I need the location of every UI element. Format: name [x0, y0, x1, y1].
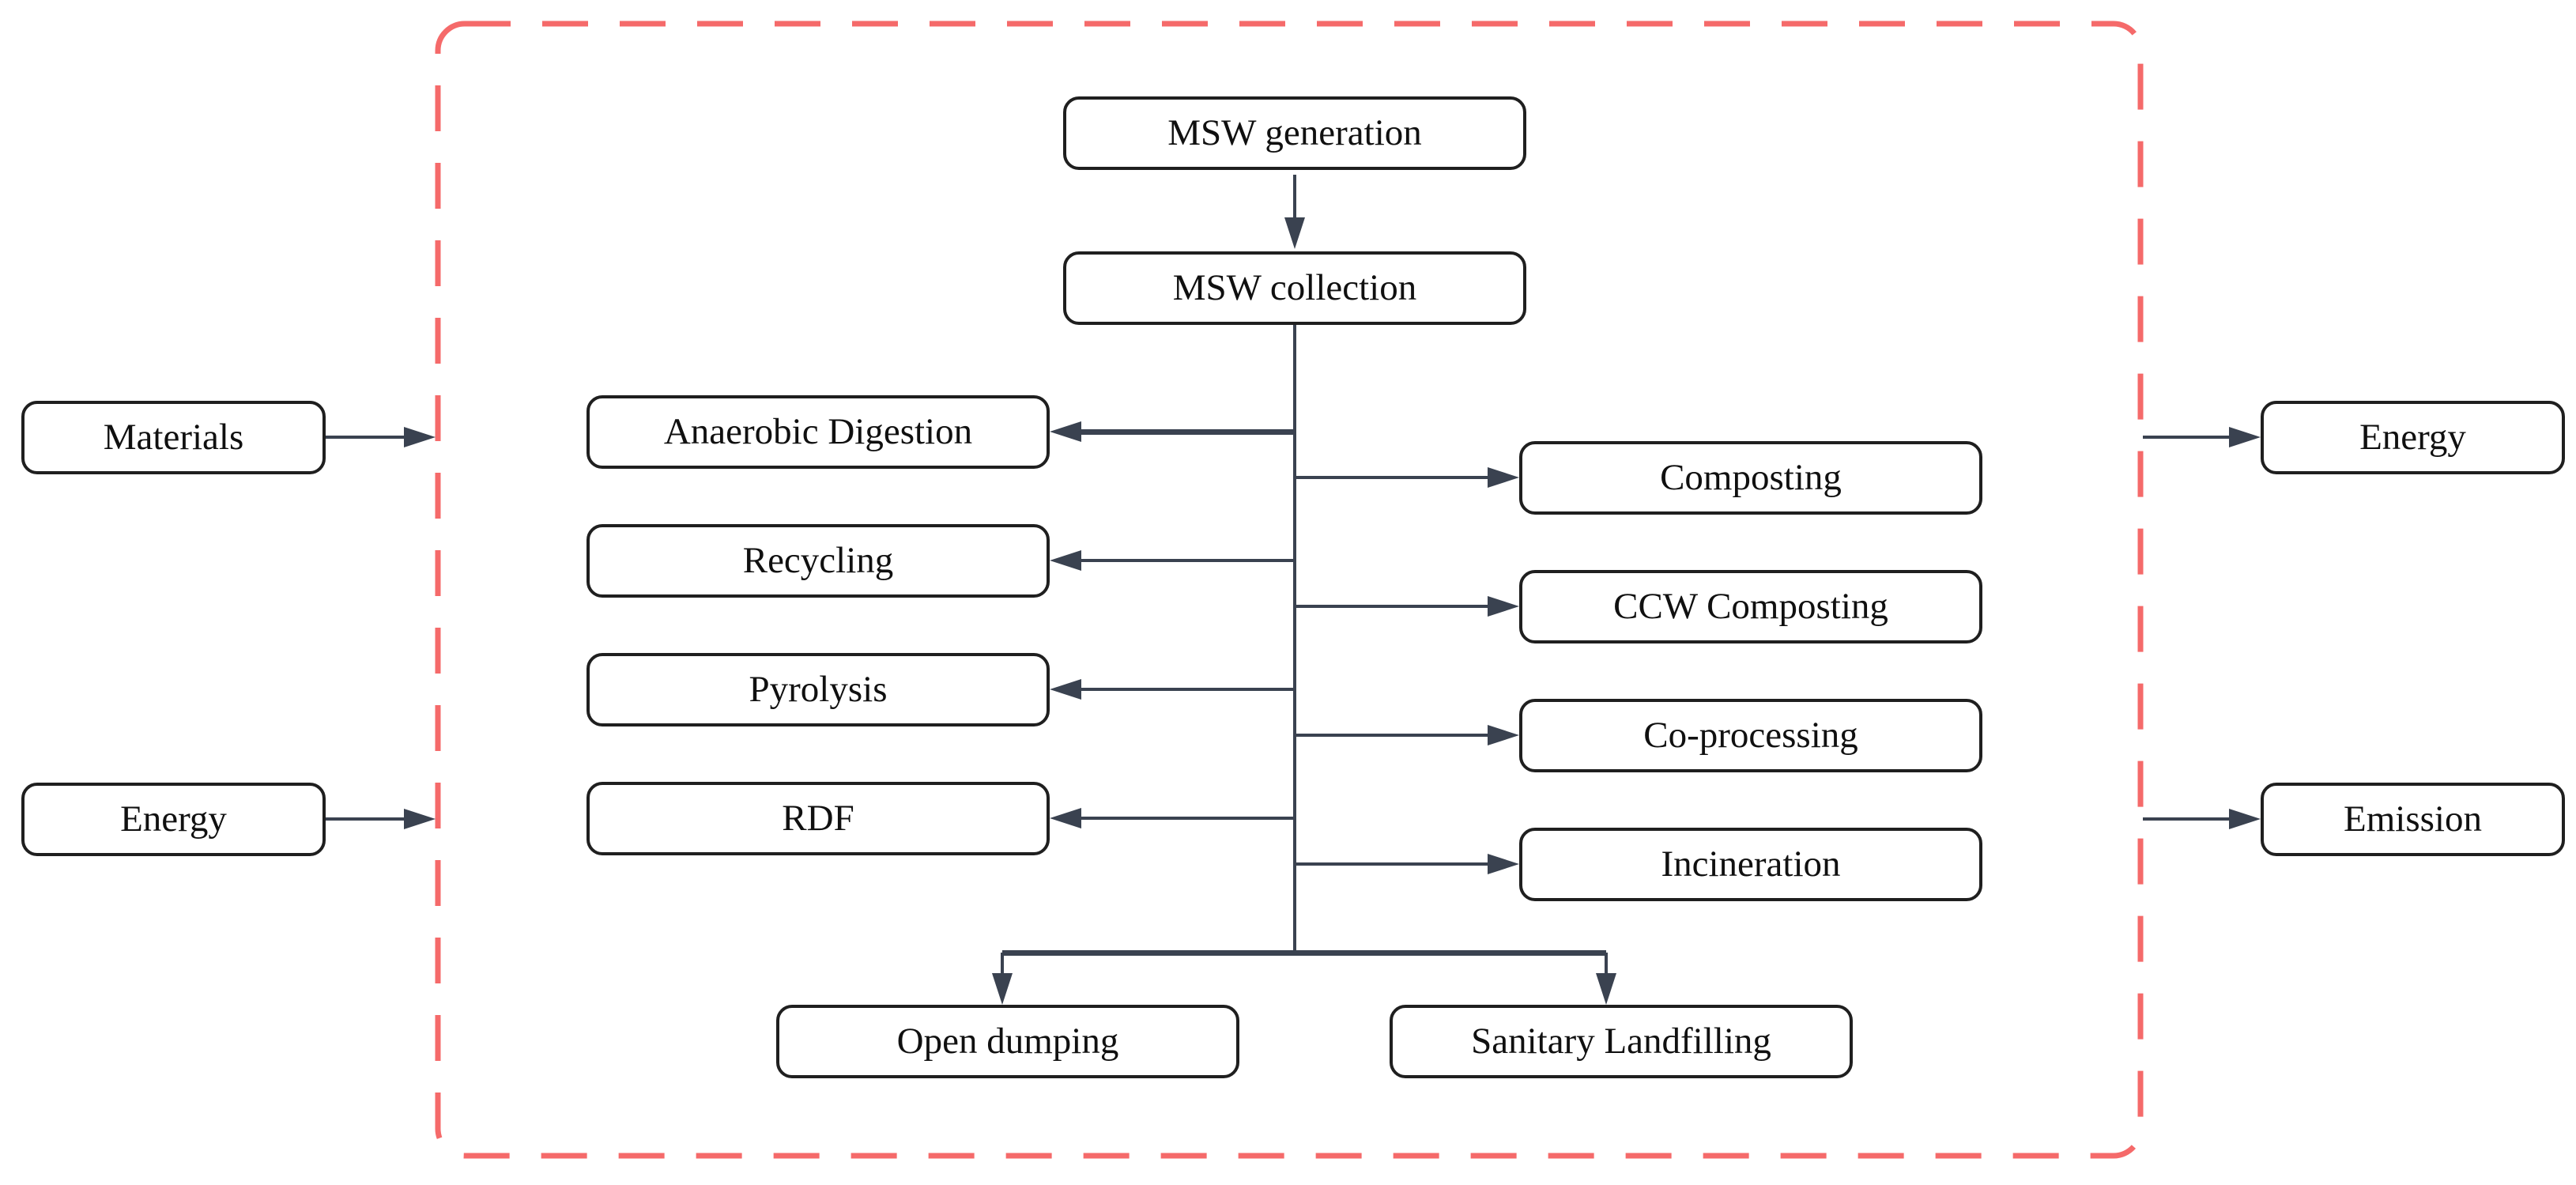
node-composting: Composting — [1519, 441, 1982, 515]
materials-input-arrow-line — [326, 436, 409, 439]
arrowhead-left-icon — [1050, 550, 1081, 571]
branch-line-ccw-composting — [1295, 605, 1489, 608]
branch-line-composting — [1295, 476, 1489, 479]
arrowhead-down-icon — [1596, 973, 1616, 1005]
arrowhead-left-icon — [1050, 808, 1081, 828]
emission-output-arrow-line — [2143, 817, 2234, 821]
arrowhead-right-icon — [1488, 467, 1519, 488]
branch-line-co-processing — [1295, 734, 1489, 737]
arrowhead-down-icon — [992, 973, 1013, 1005]
branch-line-incineration — [1295, 862, 1489, 866]
connector-to-open-dumping — [1001, 953, 1004, 975]
central-trunk-line — [1293, 325, 1296, 953]
arrowhead-right-icon — [404, 427, 436, 447]
arrowhead-right-icon — [1488, 725, 1519, 745]
node-incineration: Incineration — [1519, 828, 1982, 901]
arrowhead-right-icon — [2229, 809, 2261, 829]
branch-line-rdf — [1080, 817, 1295, 820]
node-msw-generation: MSW generation — [1063, 96, 1526, 170]
branch-line-pyrolysis — [1080, 688, 1295, 691]
node-recycling: Recycling — [586, 524, 1050, 598]
node-materials-input: Materials — [21, 401, 326, 474]
node-open-dumping: Open dumping — [776, 1005, 1239, 1078]
node-msw-collection: MSW collection — [1063, 251, 1526, 325]
connector-generation-to-collection — [1293, 175, 1296, 221]
node-rdf: RDF — [586, 782, 1050, 855]
disposal-tee-line — [1002, 950, 1606, 956]
energy-input-arrow-line — [326, 817, 409, 821]
connector-to-sanitary-landfilling — [1605, 953, 1608, 975]
branch-line-anaerobic-digestion — [1080, 429, 1295, 435]
arrowhead-right-icon — [1488, 596, 1519, 617]
arrowhead-right-icon — [404, 809, 436, 829]
node-ccw-composting: CCW Composting — [1519, 570, 1982, 643]
branch-line-recycling — [1080, 559, 1295, 562]
arrowhead-left-icon — [1050, 421, 1081, 442]
node-co-processing: Co-processing — [1519, 699, 1982, 772]
node-pyrolysis: Pyrolysis — [586, 653, 1050, 726]
energy-output-arrow-line — [2143, 436, 2234, 439]
arrowhead-right-icon — [1488, 854, 1519, 874]
node-energy-output: Energy — [2261, 401, 2565, 474]
node-sanitary-landfilling: Sanitary Landfilling — [1390, 1005, 1853, 1078]
arrowhead-left-icon — [1050, 679, 1081, 700]
node-emission-output: Emission — [2261, 783, 2565, 856]
arrowhead-right-icon — [2229, 427, 2261, 447]
node-energy-input: Energy — [21, 783, 326, 856]
arrowhead-down-icon — [1284, 217, 1305, 249]
node-anaerobic-digestion: Anaerobic Digestion — [586, 395, 1050, 469]
